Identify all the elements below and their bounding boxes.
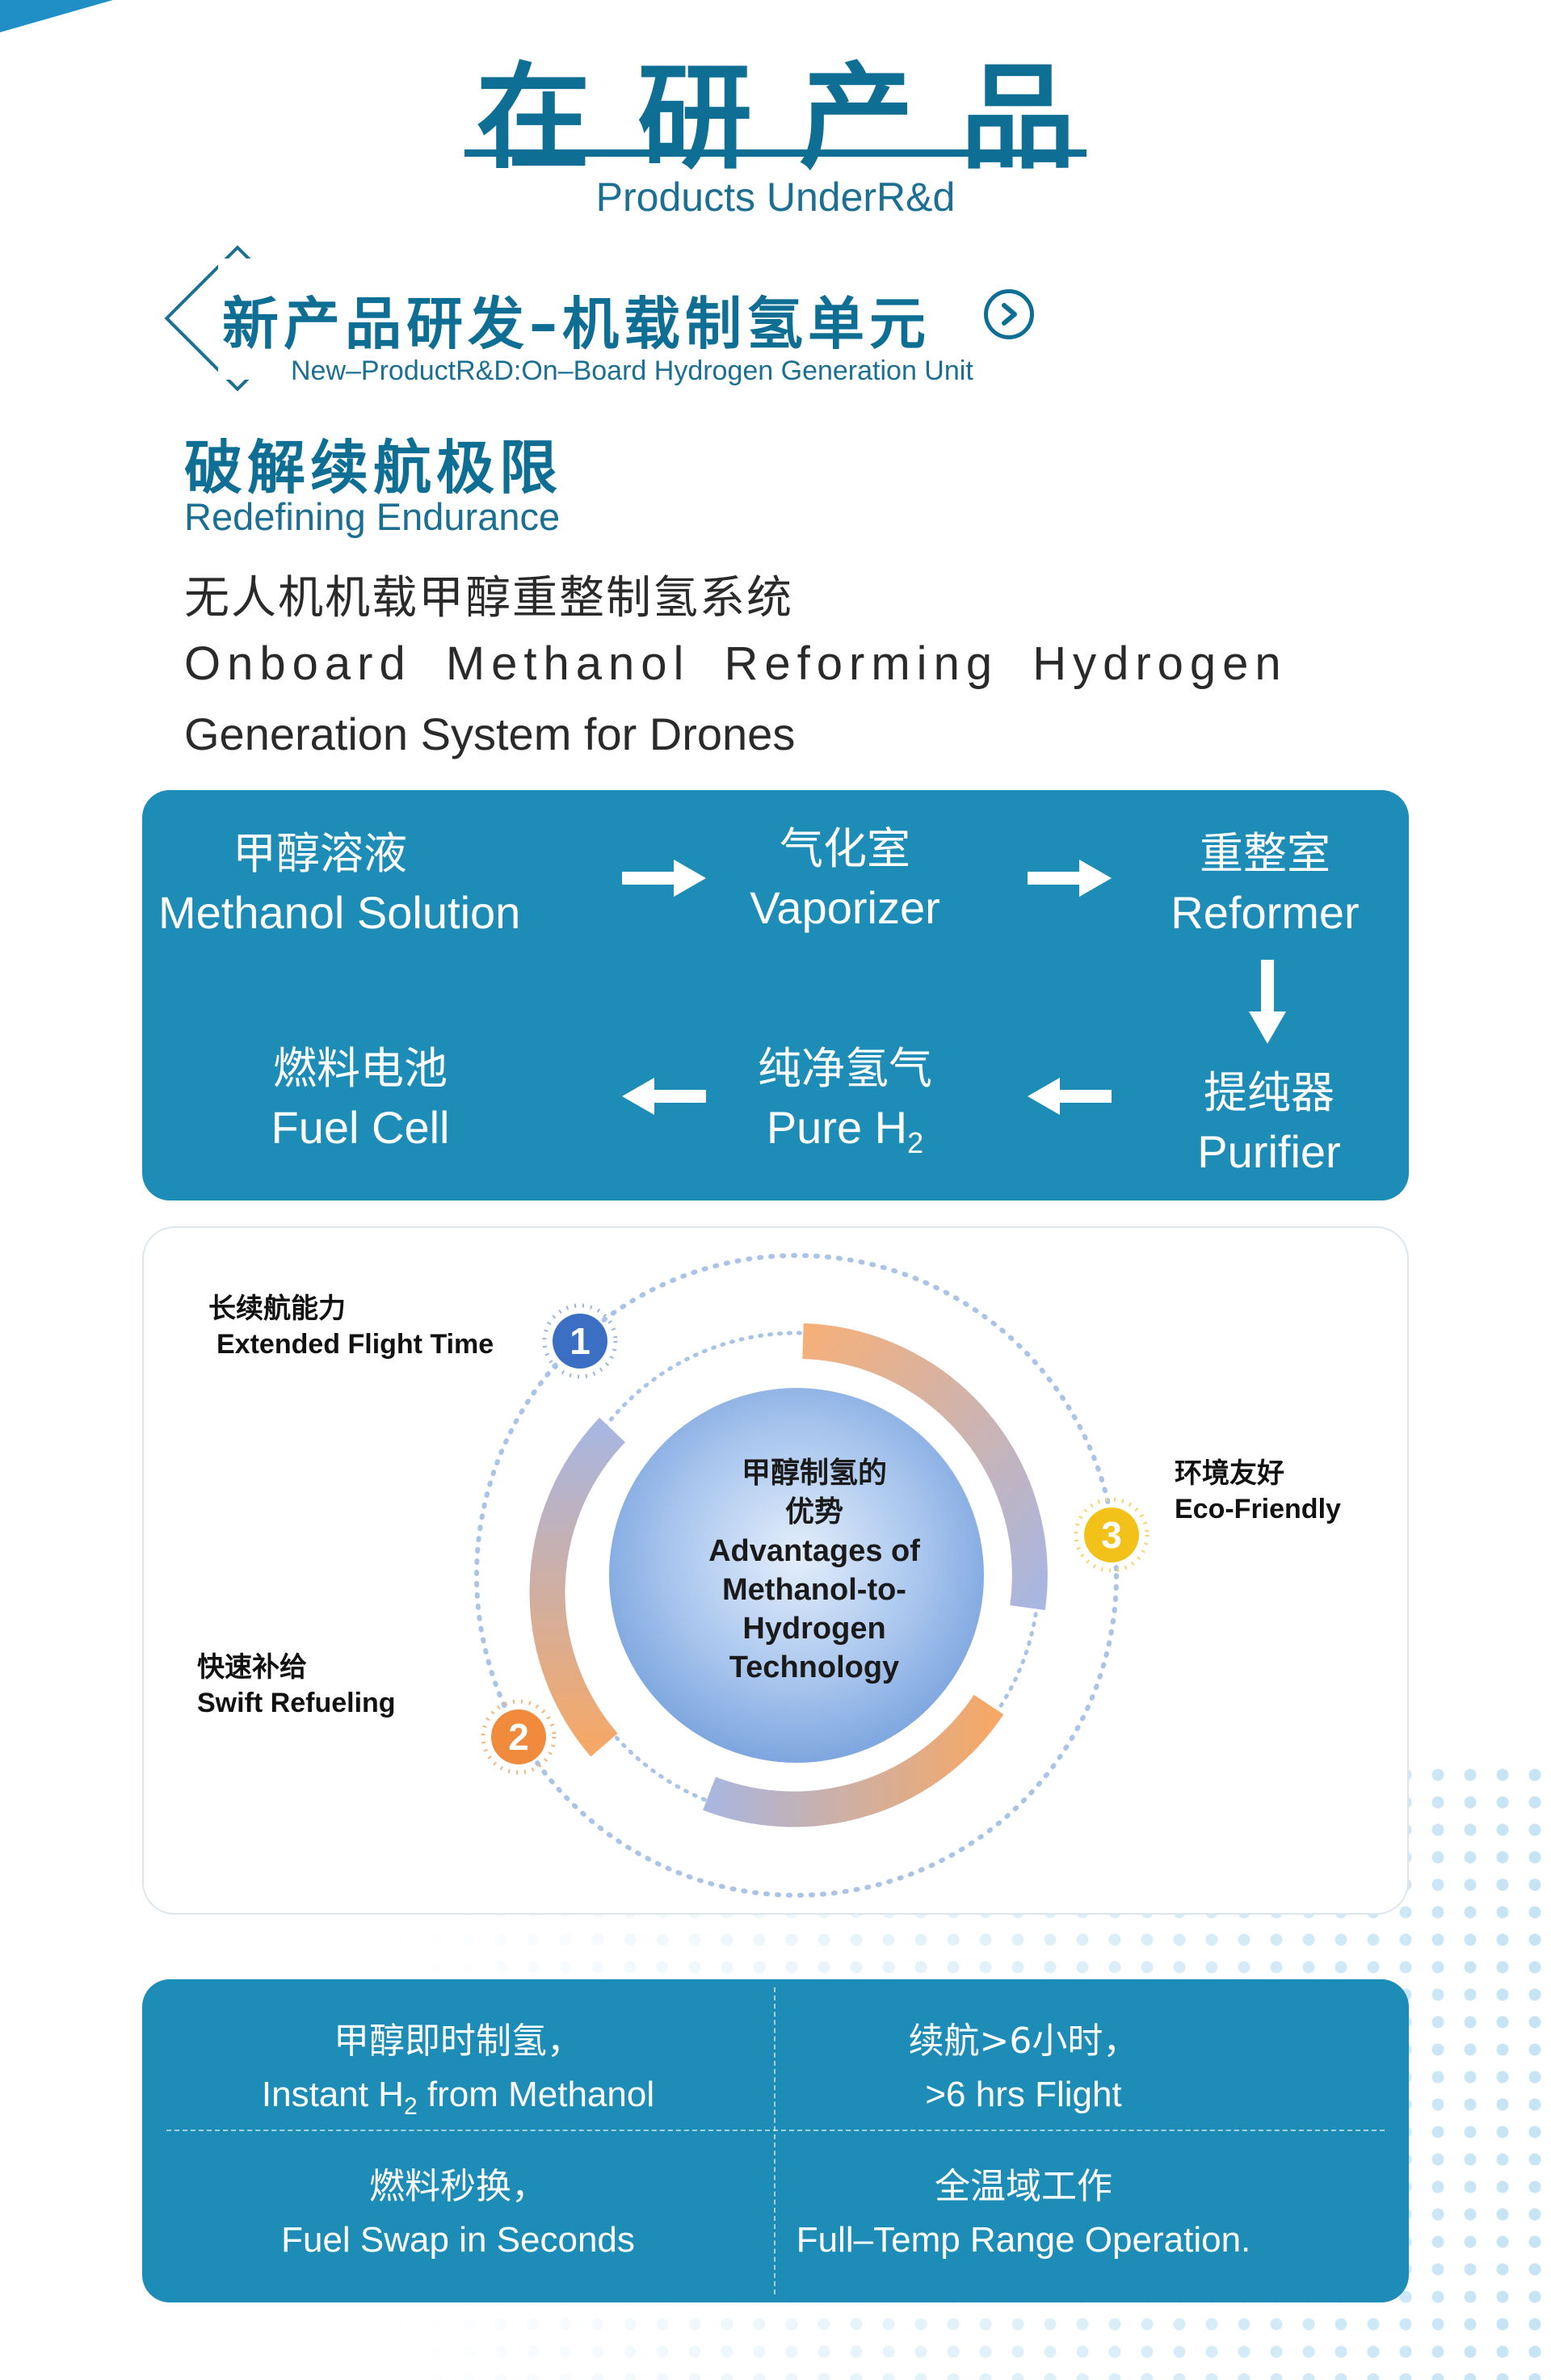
feature-en: Full–Temp Range Operation. xyxy=(796,2220,1251,2260)
page-subtitle: Products UnderR&d xyxy=(595,175,956,220)
flow-step-methanol: 甲醇溶液 Methanol Solution xyxy=(158,818,521,939)
arrow-down-icon xyxy=(1249,960,1286,1044)
advantage-cn: 快速补给 xyxy=(197,1651,307,1684)
badge-number-3: 3 xyxy=(1101,1514,1122,1556)
chevron-right-icon xyxy=(984,289,1034,339)
headline-en: Redefining Endurance xyxy=(184,495,561,538)
flow-step-en: Pure H2 xyxy=(724,1101,966,1160)
badge-3 xyxy=(1084,1507,1139,1562)
feature-en-pre: Instant H xyxy=(261,2075,404,2114)
center-title: 甲醇制氢的 优势 Advantages of Methanol-to- Hydr… xyxy=(604,1454,1024,1687)
center-title-en-1: Advantages of xyxy=(708,1534,920,1568)
feature-en-sub: 2 xyxy=(403,2092,418,2120)
feature-en: Instant H2 from Methanol xyxy=(142,2075,774,2121)
arc-segment xyxy=(802,1323,1048,1611)
arc-segment xyxy=(703,1694,1004,1827)
badge-number-1: 1 xyxy=(570,1320,591,1362)
flow-step-reformer: 重整室 Reformer xyxy=(1144,818,1386,939)
advantage-cn: 环境友好 xyxy=(1175,1457,1284,1490)
feature-flight-time: 续航>6小时， >6 hrs Flight xyxy=(708,2012,1339,2115)
title-underline xyxy=(464,149,1087,157)
advantages-panel: 1 2 3 甲醇制氢的 优势 Advantages of Methanol-to… xyxy=(142,1226,1409,1915)
advantage-en: Eco-Friendly xyxy=(1175,1494,1341,1524)
advantages-graphic: 1 2 3 xyxy=(474,1253,1150,1898)
divider-horizontal xyxy=(166,2130,1385,2131)
flow-step-en: Purifier xyxy=(1197,1126,1341,1177)
flow-step-cn: 燃料电池 xyxy=(273,1043,448,1094)
arrow-right-icon xyxy=(622,860,706,897)
features-panel: 甲醇即时制氢， Instant H2 from Methanol 续航>6小时，… xyxy=(142,1979,1409,2302)
flow-step-cn: 气化室 xyxy=(780,823,910,874)
flow-step-fuel-cell: 燃料电池 Fuel Cell xyxy=(239,1032,481,1154)
badge-2 xyxy=(491,1709,546,1764)
process-flow-panel: 甲醇溶液 Methanol Solution 气化室 Vaporizer 重整室… xyxy=(142,790,1409,1201)
feature-en: Fuel Swap in Seconds xyxy=(281,2220,635,2260)
badge-ring-1 xyxy=(542,1303,618,1379)
advantage-cn: 长续航能力 xyxy=(208,1293,346,1325)
outer-dotted-ring xyxy=(474,1253,1119,1898)
pure-h2-subscript: 2 xyxy=(907,1126,924,1160)
center-title-en-3: Hydrogen xyxy=(742,1612,886,1646)
advantage-label-1: 长续航能力 Extended Flight Time xyxy=(208,1286,494,1360)
flow-step-cn: 甲醇溶液 xyxy=(233,828,407,879)
flow-step-cn: 纯净氢气 xyxy=(758,1043,932,1094)
advantage-en: Extended Flight Time xyxy=(216,1329,494,1360)
flow-step-en: Vaporizer xyxy=(750,882,940,933)
center-title-en-2: Methanol-to- xyxy=(722,1573,906,1607)
arrow-left-icon xyxy=(622,1078,706,1115)
feature-fuel-swap: 燃料秒换， Fuel Swap in Seconds xyxy=(142,2157,774,2260)
badge-1 xyxy=(553,1314,607,1369)
feature-cn: 甲醇即时制氢， xyxy=(334,2020,582,2062)
center-title-en-4: Technology xyxy=(729,1650,900,1684)
feature-en-post: from Methanol xyxy=(417,2075,655,2114)
flow-step-en: Reformer xyxy=(1171,887,1360,938)
flow-step-en: Fuel Cell xyxy=(271,1102,450,1153)
arrow-right-icon xyxy=(1028,860,1112,897)
advantage-label-2: 快速补给 Swift Refueling xyxy=(197,1645,396,1719)
feature-en: >6 hrs Flight xyxy=(925,2075,1122,2114)
pure-h2-prefix: Pure H xyxy=(766,1102,908,1153)
flow-step-en: Methanol Solution xyxy=(158,887,521,938)
center-title-cn-2: 优势 xyxy=(784,1495,843,1528)
flow-step-cn: 提纯器 xyxy=(1204,1067,1335,1118)
page-title: 在研产品 xyxy=(476,52,1122,185)
arc-segment xyxy=(529,1417,625,1757)
feature-cn: 全温域工作 xyxy=(935,2166,1112,2207)
feature-full-temp: 全温域工作 Full–Temp Range Operation. xyxy=(708,2157,1339,2260)
description-en-line2: Generation System for Drones xyxy=(184,709,796,759)
feature-cn: 燃料秒换， xyxy=(369,2166,547,2207)
flow-step-purifier: 提纯器 Purifier xyxy=(1152,1057,1386,1178)
arrow-left-icon xyxy=(1028,1078,1112,1115)
description-cn: 无人机机载甲醇重整制氢系统 xyxy=(184,572,793,624)
badge-ring-3 xyxy=(1074,1497,1150,1573)
center-circle xyxy=(609,1388,984,1763)
diamond-mask xyxy=(218,259,307,380)
flow-step-vaporizer: 气化室 Vaporizer xyxy=(708,813,982,934)
divider-vertical xyxy=(774,1987,776,2294)
center-title-cn-1: 甲醇制氢的 xyxy=(741,1457,887,1490)
badge-number-2: 2 xyxy=(508,1716,529,1758)
flow-step-cn: 重整室 xyxy=(1200,828,1330,879)
feature-instant-h2: 甲醇即时制氢， Instant H2 from Methanol xyxy=(142,2012,774,2121)
headline-cn: 破解续航极限 xyxy=(184,434,563,502)
feature-cn: 续航>6小时， xyxy=(908,2020,1139,2062)
section-title: 新产品研发–机载制氢单元 xyxy=(222,291,931,357)
description-en-line1: Onboard Methanol Reforming Hydrogen xyxy=(184,637,1288,690)
advantage-en: Swift Refueling xyxy=(197,1688,396,1718)
section-subtitle: New–ProductR&D:On–Board Hydrogen Generat… xyxy=(291,355,973,386)
corner-decoration xyxy=(0,0,113,32)
badge-ring-2 xyxy=(481,1699,557,1775)
advantage-label-3: 环境友好 Eco-Friendly xyxy=(1175,1451,1341,1525)
flow-step-pure-h2: 纯净氢气 Pure H2 xyxy=(724,1032,966,1160)
